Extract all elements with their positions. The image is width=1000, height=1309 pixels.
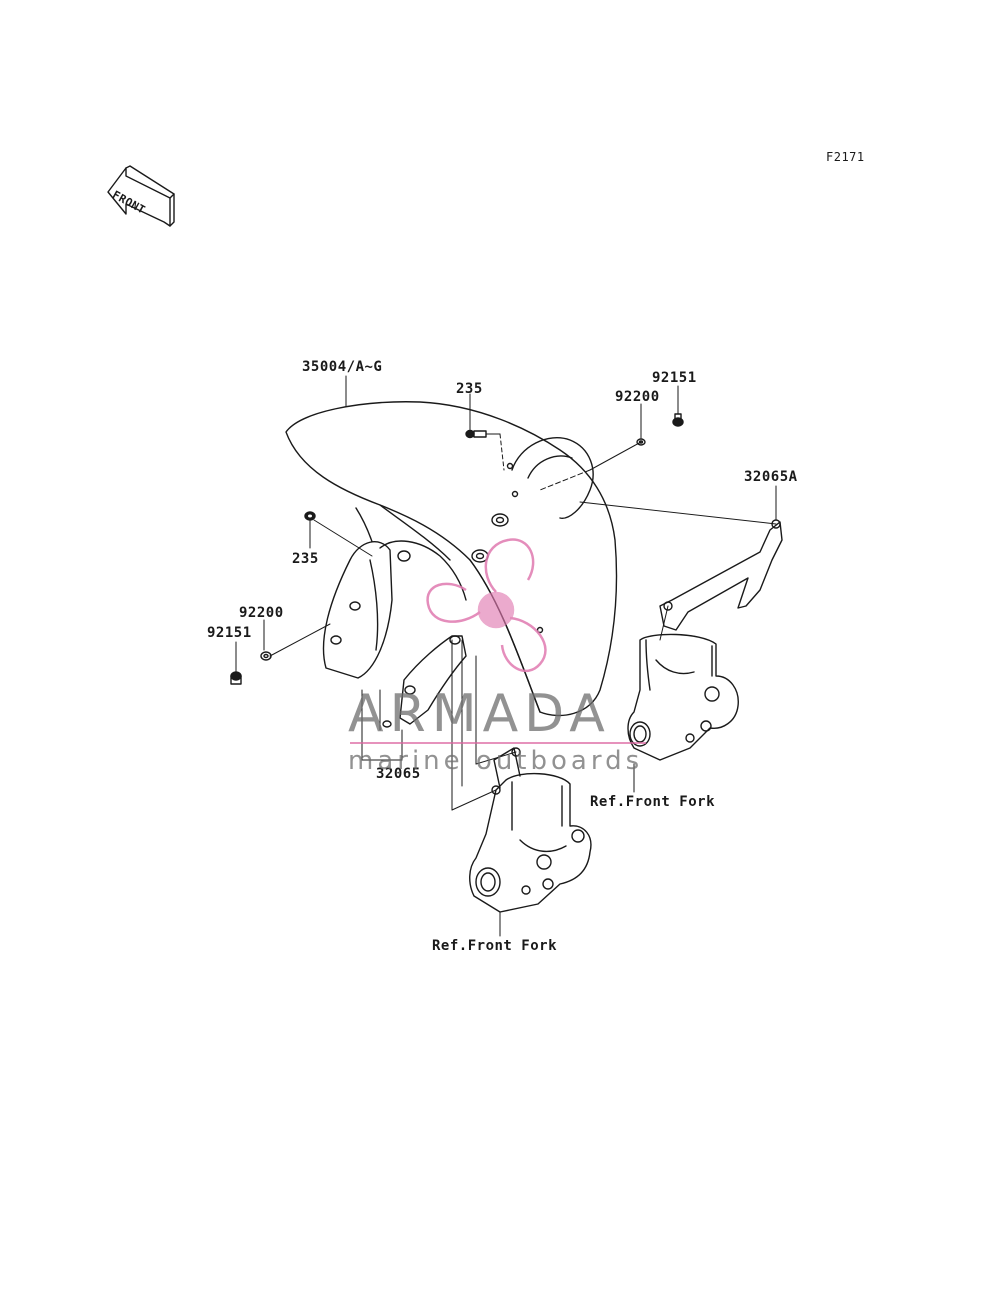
- leader-lines: [235, 375, 777, 937]
- callout-ref-front-fork-right[interactable]: Ref.Front Fork: [590, 794, 716, 810]
- callout-washer-92200-left[interactable]: 92200: [239, 605, 284, 621]
- callout-bolt-92151-top[interactable]: 92151: [652, 370, 697, 386]
- bolt-235-left-icon: [304, 511, 316, 521]
- right-bracket-icon: [659, 519, 783, 631]
- callout-bracket-32065[interactable]: 32065: [376, 766, 421, 782]
- watermark-rule: [350, 742, 646, 744]
- bottom-front-fork-icon: [469, 747, 592, 913]
- callout-bracket-32065a[interactable]: 32065A: [744, 469, 798, 485]
- right-front-fork-icon: [627, 633, 739, 761]
- callout-washer-92200-top[interactable]: 92200: [615, 389, 660, 405]
- bolt-92151-left-icon: [230, 671, 242, 685]
- callout-bolt-92151-left[interactable]: 92151: [207, 625, 252, 641]
- callout-bolt-235-left[interactable]: 235: [292, 551, 319, 567]
- figure-id: F2171: [826, 150, 865, 164]
- inner-bracket-icon: [382, 635, 467, 728]
- watermark-propeller-icon: [426, 538, 547, 673]
- callout-fender[interactable]: 35004/A~G: [302, 359, 383, 375]
- watermark-title: ARMADA: [348, 684, 611, 744]
- front-fender-icon: [285, 401, 618, 717]
- front-arrow-icon: [107, 165, 175, 227]
- bolt-92151-top-icon: [672, 413, 684, 427]
- washer-92200-top-icon: [636, 438, 646, 446]
- watermark-subtitle: marine outboards: [348, 746, 644, 776]
- fender-side-panel-icon: [322, 540, 467, 679]
- callout-bolt-235-top[interactable]: 235: [456, 381, 483, 397]
- callout-ref-front-fork-bottom[interactable]: Ref.Front Fork: [432, 938, 558, 954]
